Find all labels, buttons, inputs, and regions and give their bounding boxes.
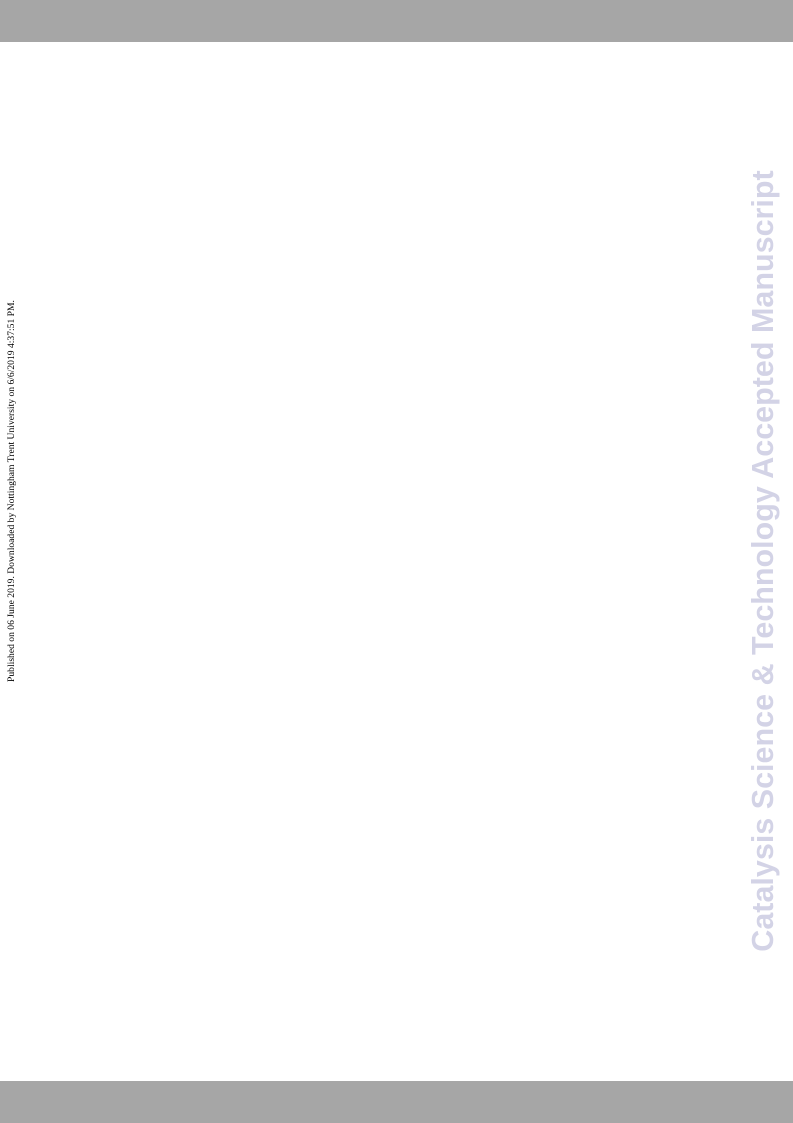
publication-note: Published on 06 June 2019. Downloaded by… <box>6 300 18 682</box>
bottom-gray-bar <box>0 1081 793 1123</box>
accepted-manuscript-watermark: Catalysis Science & Technology Accepted … <box>745 170 780 952</box>
top-gray-bar <box>0 0 793 42</box>
